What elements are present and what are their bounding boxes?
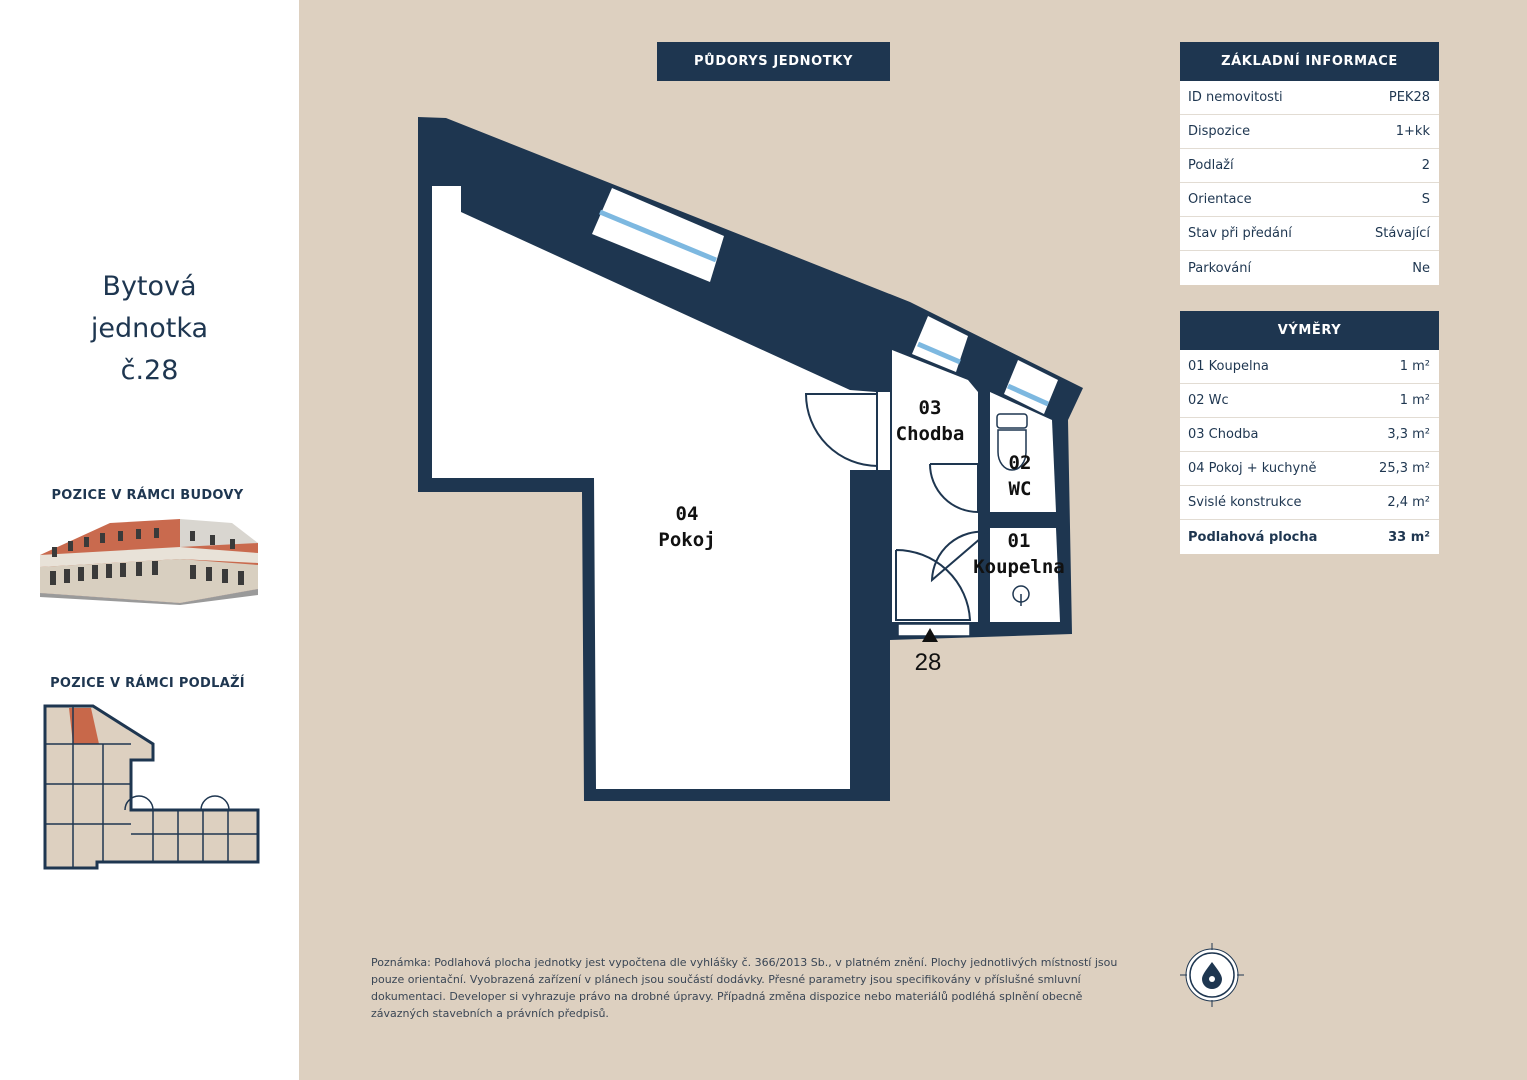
area-label: 02 Wc [1188, 393, 1229, 408]
area-label: 03 Chodba [1188, 427, 1259, 442]
area-label: 04 Pokoj + kuchyně [1188, 461, 1317, 476]
area-row: 04 Pokoj + kuchyně 25,3 m² [1180, 452, 1439, 486]
entrance-arrow-icon [922, 628, 938, 642]
area-value: 1 m² [1399, 393, 1430, 408]
area-row: 02 Wc 1 m² [1180, 384, 1439, 418]
unit-title-line: jednotka [90, 313, 209, 344]
entrance-label: 28 [915, 649, 942, 676]
area-row: 03 Chodba 3,3 m² [1180, 418, 1439, 452]
area-row: Svislé konstrukce 2,4 m² [1180, 486, 1439, 520]
info-label: Dispozice [1188, 124, 1251, 139]
building-position-heading: POZICE V RÁMCI BUDOVY [51, 488, 244, 503]
floor-plan: 04 Pokoj 03 Chodba 02 WC 01 Koupelna 28 [418, 117, 1083, 801]
basic-info-table: ZÁKLADNÍ INFORMACE ID nemovitosti PEK28 D… [1180, 42, 1439, 285]
room-name: Chodba [896, 423, 965, 445]
sidebar: Bytová jednotka č.28 POZICE V RÁMCI BUDO… [0, 0, 299, 1080]
info-label: Podlaží [1188, 158, 1234, 173]
window [912, 316, 968, 372]
info-value: 1+kk [1395, 124, 1430, 139]
room-pokoj [432, 186, 876, 789]
unit-title: Bytová jednotka č.28 [0, 266, 299, 392]
total-area-value: 33 m² [1388, 529, 1430, 545]
areas-header: VÝMĚRY [1180, 311, 1439, 350]
info-row: Parkování Ne [1180, 251, 1439, 285]
areas-table: VÝMĚRY 01 Koupelna 1 m² 02 Wc 1 m² 03 Chod… [1180, 311, 1439, 554]
info-row: Podlaží 2 [1180, 149, 1439, 183]
area-value: 1 m² [1399, 359, 1430, 374]
room-name: WC [1009, 478, 1032, 500]
building-illustration [40, 519, 258, 605]
info-value: Stávající [1375, 226, 1430, 241]
basic-info-header: ZÁKLADNÍ INFORMACE [1180, 42, 1439, 81]
area-value: 25,3 m² [1379, 461, 1430, 476]
info-row: Orientace S [1180, 183, 1439, 217]
floor-position-heading: POZICE V RÁMCI PODLAŽÍ [50, 676, 245, 691]
room-name: Koupelna [973, 556, 1065, 578]
info-label: Parkování [1188, 260, 1252, 276]
sink-fixture [1012, 585, 1030, 606]
info-label: ID nemovitosti [1188, 90, 1283, 105]
area-value: 3,3 m² [1387, 427, 1430, 442]
area-value: 2,4 m² [1387, 495, 1430, 510]
info-row: Dispozice 1+kk [1180, 115, 1439, 149]
compass-icon [1180, 943, 1244, 1007]
info-value: PEK28 [1388, 90, 1430, 105]
info-row: Stav při předání Stávající [1180, 217, 1439, 251]
info-row: ID nemovitosti PEK28 [1180, 81, 1439, 115]
area-row: 01 Koupelna 1 m² [1180, 350, 1439, 384]
area-label: 01 Koupelna [1188, 359, 1269, 374]
unit-title-line: č.28 [120, 355, 179, 386]
disclaimer-note: Poznámka: Podlahová plocha jednotky jest… [371, 956, 1118, 1020]
toilet-fixture [996, 413, 1028, 471]
room-number: 02 [1009, 452, 1032, 474]
total-area-row: Podlahová plocha 33 m² [1180, 520, 1439, 554]
info-label: Stav při předání [1188, 226, 1292, 241]
area-label: Svislé konstrukce [1188, 495, 1302, 510]
info-value: 2 [1421, 158, 1430, 173]
room-koupelna [990, 528, 1060, 622]
floor-plan-header: PŮDORYS JEDNOTKY [657, 42, 890, 81]
unit-title-line: Bytová [102, 271, 197, 302]
room-number: 01 [1008, 530, 1031, 552]
room-number: 04 [676, 503, 699, 525]
total-area-label: Podlahová plocha [1188, 529, 1318, 545]
window [1004, 360, 1058, 414]
info-value: S [1421, 192, 1430, 207]
room-number: 03 [919, 397, 942, 419]
info-value: Ne [1412, 260, 1430, 276]
room-name: Pokoj [658, 529, 715, 551]
floor-position-map [43, 704, 260, 870]
info-label: Orientace [1188, 192, 1252, 207]
window [592, 188, 724, 282]
